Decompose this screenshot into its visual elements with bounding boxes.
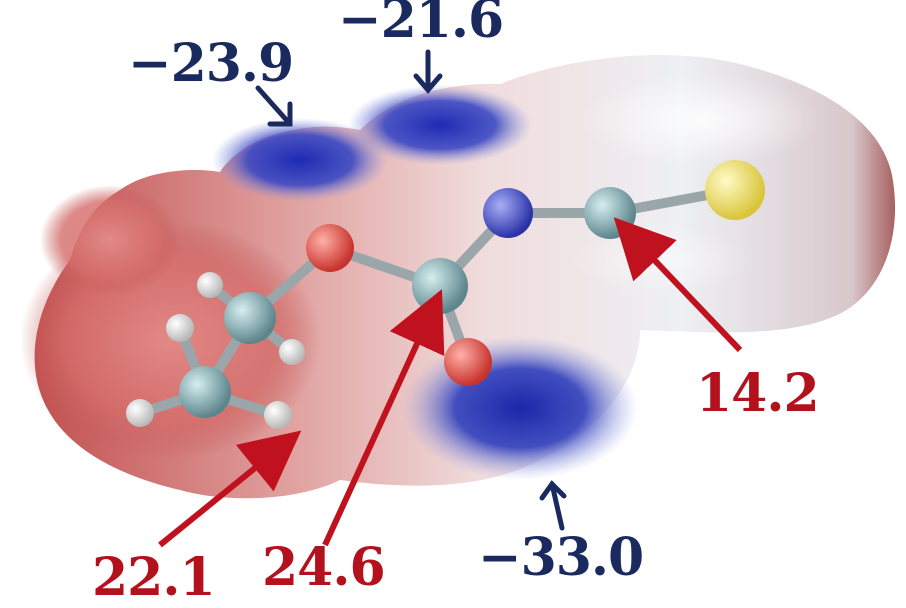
potential-label-bottom-center: 24.6 <box>262 537 386 598</box>
annotation-arrows <box>158 49 743 548</box>
hydrogen-atom <box>197 272 223 298</box>
hydrogen-atom <box>126 399 154 427</box>
carbon-atom <box>412 258 468 314</box>
oxygen-atom <box>306 224 354 272</box>
nitrogen-atom <box>483 188 533 238</box>
hydrogen-atom <box>279 339 305 365</box>
positive-region-far-left <box>40 185 180 295</box>
hydrogen-atom <box>264 401 292 429</box>
potential-label-bottom-left: 22.1 <box>92 547 216 608</box>
carbon-atom <box>224 292 276 344</box>
arrow-right <box>613 217 743 353</box>
potential-label-right: 14.2 <box>696 363 820 424</box>
oxygen-atom <box>444 338 492 386</box>
carbon-atom <box>179 366 231 418</box>
arrow-top-center <box>413 49 443 94</box>
arrow-top-left <box>255 85 293 127</box>
negative-region-bottom <box>402 336 638 480</box>
potential-label-top-left: −23.9 <box>128 33 294 94</box>
potential-label-top-center: −21.6 <box>338 0 504 50</box>
negative-region-top-center <box>348 85 532 165</box>
negative-region-top <box>212 118 388 202</box>
hydrogen-atom <box>166 314 194 342</box>
arrow-bottom-right <box>539 480 567 531</box>
potential-label-bottom-right: −33.0 <box>478 527 644 588</box>
arrow-bottom-left <box>158 430 302 548</box>
arrow-bottom-center <box>322 289 445 547</box>
sulfur-atom <box>705 160 765 220</box>
surface-highlight <box>580 74 820 166</box>
